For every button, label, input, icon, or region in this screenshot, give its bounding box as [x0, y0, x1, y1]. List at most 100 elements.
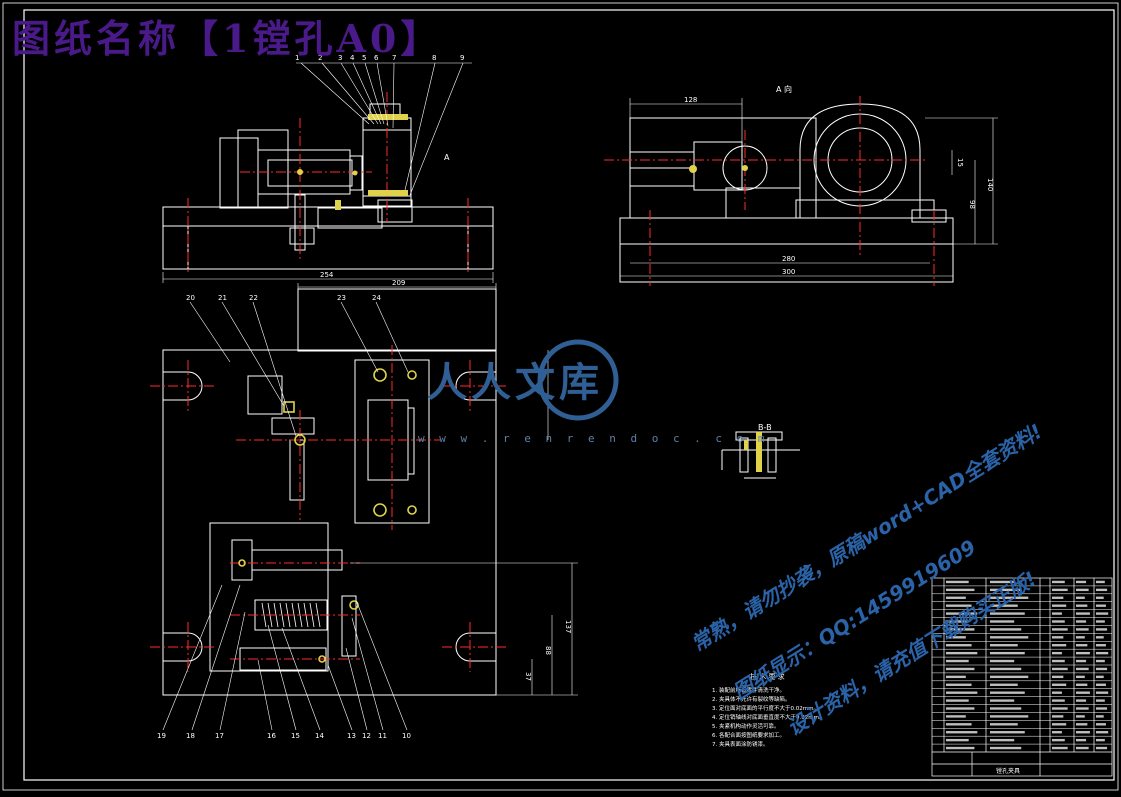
title-block-entry [1052, 651, 1062, 655]
title-block-entry [1096, 620, 1105, 623]
title-block-entry [990, 580, 1015, 584]
part-number: 4 [350, 54, 355, 62]
title-block-entry [1096, 628, 1108, 631]
title-block-entry [990, 746, 1022, 750]
title-block-entry [1052, 667, 1068, 671]
part-number: 12 [362, 732, 371, 740]
title-block-entry [990, 651, 1025, 655]
plan-view-centerlines [150, 345, 506, 672]
side-dims [620, 98, 998, 277]
part-number: 5 [362, 54, 366, 62]
title-block-entry [990, 683, 1018, 686]
title-block-entry [990, 659, 1015, 663]
title-block-entry [1096, 604, 1106, 607]
title-block-entry [1096, 683, 1106, 686]
side-view-parts [689, 165, 748, 173]
title-block-entry [1052, 738, 1065, 742]
title-block-entry [946, 580, 969, 584]
dimension-side-outer: 300 [782, 268, 795, 276]
title-block-entry [1076, 683, 1088, 686]
note-line: 7. 夹具表面涂防锈漆。 [712, 740, 769, 748]
title-block-entry [946, 731, 978, 734]
title-block-entry [1052, 699, 1065, 702]
title-block-entry [1052, 707, 1068, 710]
dimension-plan-top: 209 [392, 279, 405, 287]
title-block-entry [1076, 659, 1087, 663]
title-block-entry [1096, 738, 1105, 742]
title-block-entry [1096, 596, 1104, 599]
title-block-entry [1076, 596, 1085, 599]
title-block-entry [1076, 667, 1089, 671]
title-block-entry [990, 628, 1022, 631]
title-block-entry [1076, 651, 1090, 655]
dimension-side-inner-height: 98 [968, 200, 976, 209]
title-block-entry [1076, 620, 1087, 623]
view-marker-a: A [444, 153, 450, 162]
watermark-logo-ring [537, 339, 619, 421]
title-block-entry [990, 731, 1025, 734]
part-number: 7 [392, 54, 396, 62]
title-block-entry [990, 691, 1025, 694]
plan-leaders [162, 283, 578, 731]
dimension-side-top: 128 [684, 96, 697, 104]
title-block-entry [1076, 612, 1090, 615]
title-block-entry [1052, 596, 1064, 599]
view-a-label: A 向 [776, 84, 792, 94]
title-block-entry [990, 588, 1022, 592]
title-block-entry [1096, 715, 1104, 718]
title-block-entry [946, 667, 975, 671]
title-block-entry [1076, 580, 1087, 584]
title-block-rows [932, 585, 1112, 745]
title-block-entry [990, 612, 1025, 615]
part-number: 9 [460, 54, 464, 62]
dimension-plan-mid: 88 [544, 646, 552, 655]
title-block-entry [1052, 723, 1067, 726]
title-block-entry [1052, 612, 1062, 615]
title-block-entry [1052, 691, 1062, 694]
title-block-entry [1076, 738, 1087, 742]
title-block-entry [990, 604, 1018, 607]
title-block-entry [946, 746, 975, 750]
front-view-centerlines [187, 92, 469, 272]
title-block-entry [1076, 715, 1085, 718]
part-number: 14 [315, 732, 324, 740]
title-block-entry [1052, 675, 1064, 679]
title-block-entry [1052, 715, 1064, 718]
dimension-plan-right: 137 [564, 620, 572, 633]
title-block-entry [1096, 707, 1108, 710]
title-block-entry [990, 675, 1029, 679]
title-block-entry [1096, 746, 1108, 750]
part-number: 10 [402, 732, 411, 740]
title-block-entry [946, 596, 966, 599]
watermark-url: w w w . r e n r e n d o c . c o m [418, 432, 769, 445]
title-block-name: 镗孔夹具 [996, 767, 1020, 775]
title-block-entry [1096, 723, 1106, 726]
title-block-entry [946, 683, 972, 686]
part-number: 23 [337, 294, 346, 302]
dimension-front-width: 254 [320, 271, 334, 279]
title-block-entry [1096, 691, 1109, 694]
part-number: 6 [374, 54, 379, 62]
title-block-entry [946, 675, 966, 679]
title-block-entry [990, 620, 1015, 623]
part-number: 24 [372, 294, 381, 302]
title-block-entry [946, 699, 969, 702]
part-number: 22 [249, 294, 258, 302]
title-block-entry [990, 723, 1018, 726]
front-leaders [162, 62, 494, 283]
title-block-entry [1052, 628, 1068, 631]
title-block-entry [1096, 675, 1104, 679]
title-block-entry [1096, 651, 1109, 655]
dimension-plan-low: 37 [524, 672, 532, 681]
title-block-entry [1096, 580, 1105, 584]
title-block-entry [990, 644, 1018, 647]
title-block-entry [1076, 707, 1089, 710]
part-number: 15 [291, 732, 300, 740]
front-view-parts [297, 114, 408, 210]
dimension-side-inner: 280 [782, 255, 795, 263]
title-block-entry [1096, 699, 1105, 702]
plan-view [162, 288, 497, 696]
title-block-entry [1052, 636, 1064, 639]
